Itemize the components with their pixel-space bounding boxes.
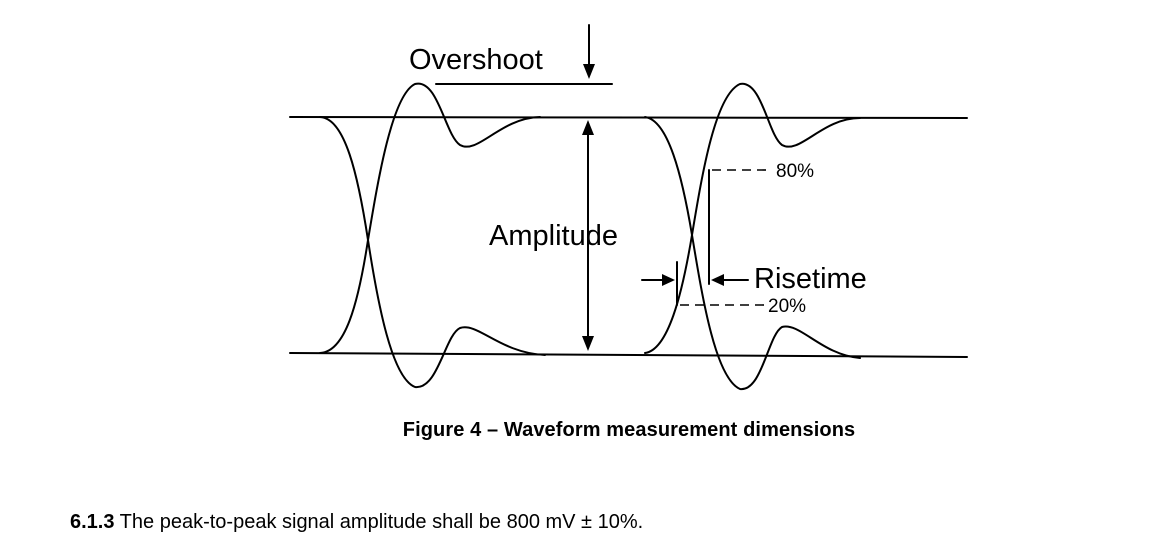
amplitude-arrowhead-bottom: [582, 336, 594, 351]
amplitude-label: Amplitude: [489, 220, 618, 252]
paragraph-text: The peak-to-peak signal amplitude shall …: [114, 511, 644, 533]
waveform-figure: Overshoot Amplitude Risetime 80% 20%: [289, 24, 968, 391]
figure-caption: Figure 4 – Waveform measurement dimensio…: [402, 419, 856, 441]
risetime-arrowhead-left: [662, 274, 675, 286]
amplitude-arrowhead-top: [582, 120, 594, 135]
overshoot-label: Overshoot: [409, 44, 543, 76]
waveform-falling-left: [319, 116, 546, 389]
waveform-rising-left: [319, 82, 541, 354]
threshold-20-label: 20%: [768, 296, 806, 317]
risetime-arrowhead-right: [711, 274, 724, 286]
requirement-paragraph: 6.1.3 The peak-to-peak signal amplitude …: [70, 511, 643, 534]
overshoot-arrowhead: [583, 64, 595, 79]
threshold-80-label: 80%: [776, 161, 814, 182]
waveform-rising-right: [644, 82, 861, 354]
risetime-label: Risetime: [754, 263, 867, 295]
section-number: 6.1.3: [70, 511, 115, 533]
bottom-level-line: [289, 352, 968, 358]
top-level-line: [289, 116, 968, 119]
waveform-falling-right: [644, 116, 861, 391]
